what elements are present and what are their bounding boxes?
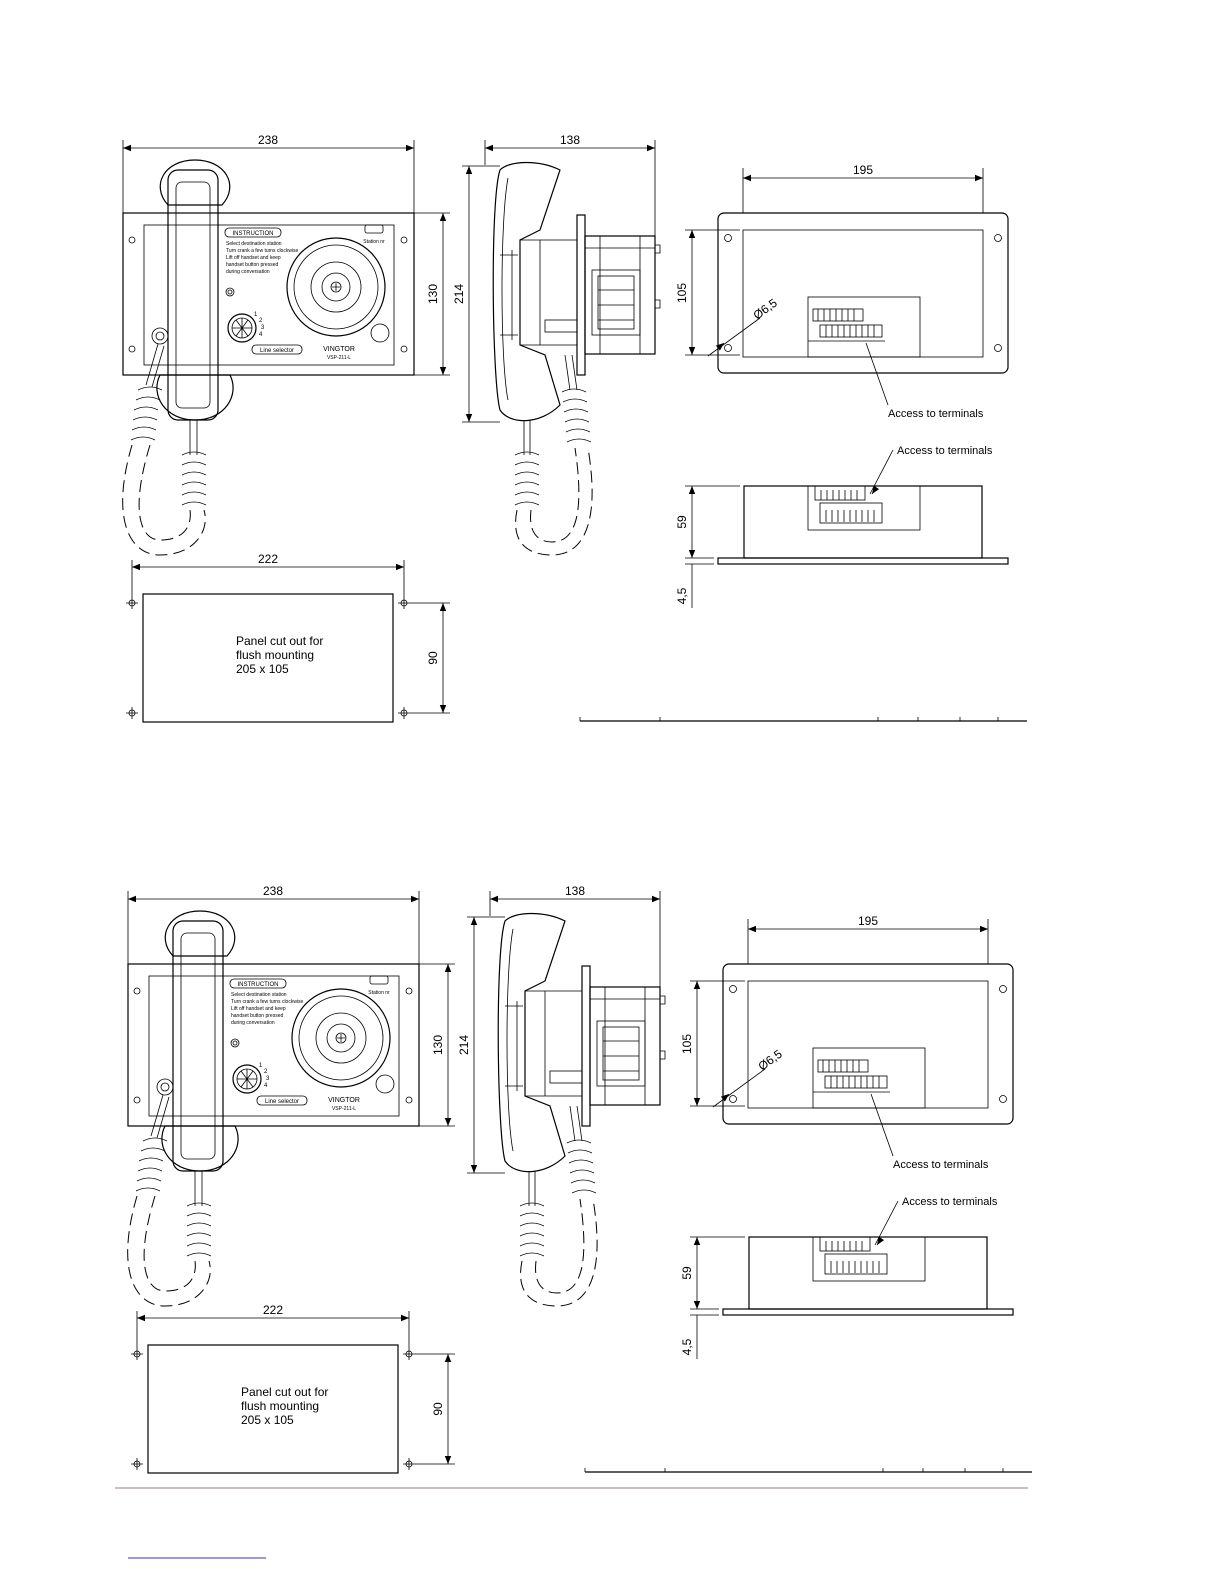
line-selector-label: Line selector — [260, 348, 294, 354]
dim-195: 195 — [853, 163, 873, 177]
dial-digit: 3 — [261, 325, 265, 331]
side-view: 138 214 — [452, 133, 661, 556]
dial-digit: 4 — [259, 332, 263, 338]
dim-130: 130 — [426, 284, 440, 304]
instruction-line: Select destination station — [226, 241, 282, 247]
dim-238: 238 — [258, 133, 278, 147]
dim-214: 214 — [452, 284, 466, 304]
front-view-dimensions: 238 130 — [122, 133, 450, 376]
hole-diameter: Ø6,5 — [751, 296, 781, 323]
instruction-line: Lift off handset and keep — [226, 255, 281, 261]
dial-digit: 2 — [259, 318, 263, 324]
cutout-text: flush mounting — [236, 648, 314, 662]
instruction-title: INSTRUCTION — [233, 231, 274, 237]
access-terminals-label: Access to terminals — [897, 445, 993, 457]
cutout-view: 222 90 Panel cut out for flush mounting … — [126, 552, 450, 723]
instruction-line: handset button pressed — [226, 262, 278, 268]
dial-digit: 1 — [254, 312, 258, 318]
model-label: VSP-211-L — [327, 355, 351, 361]
front-view: INSTRUCTION Select destination station T… — [122, 159, 415, 556]
dim-59: 59 — [675, 515, 689, 529]
dim-90: 90 — [426, 651, 440, 665]
cutout-text: Panel cut out for — [236, 634, 323, 648]
instruction-line: Turn crank a few turns clockwise — [226, 248, 299, 254]
dim-105: 105 — [675, 283, 689, 303]
title-block-rule — [579, 717, 1027, 722]
dim-222: 222 — [258, 552, 278, 566]
cutout-text: 205 x 105 — [236, 662, 289, 676]
dim-138: 138 — [560, 133, 580, 147]
section-view: Access to terminals 59 4,5 — [675, 445, 1009, 608]
drawing-set-copy — [128, 884, 1032, 1473]
dim-4-5: 4,5 — [675, 587, 689, 604]
instruction-line: during conversation — [226, 269, 270, 275]
brand-label: VINGTOR — [323, 346, 355, 353]
mounting-view: 195 105 Ø6,5 Access to terminals — [675, 163, 1009, 420]
access-terminals-label: Access to terminals — [888, 408, 984, 420]
station-label: Station nr — [363, 239, 385, 245]
